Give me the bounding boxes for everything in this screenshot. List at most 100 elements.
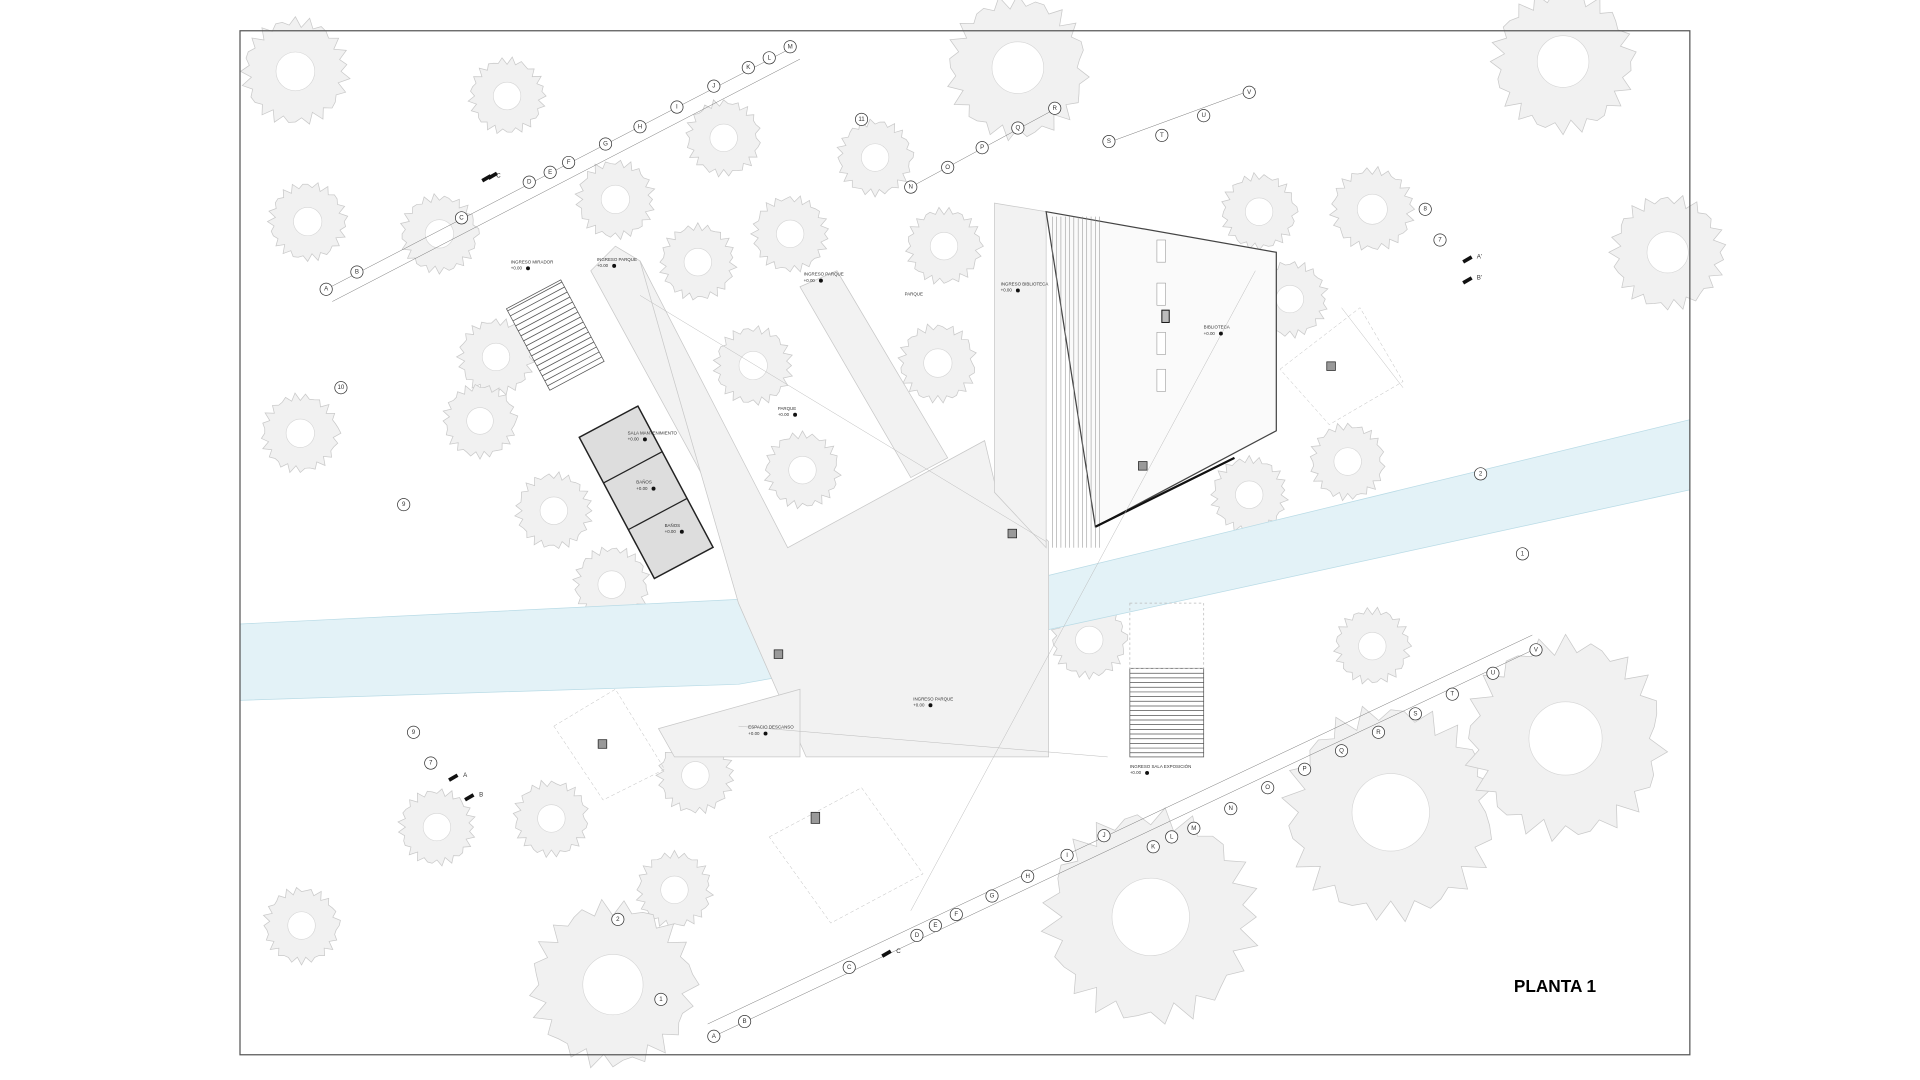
- svg-text:D: D: [527, 179, 532, 186]
- svg-text:K: K: [1151, 843, 1156, 850]
- tree-icon: [1328, 165, 1416, 251]
- svg-text:T: T: [1450, 691, 1454, 698]
- svg-text:B: B: [479, 792, 483, 799]
- svg-text:R: R: [1376, 729, 1381, 736]
- svg-text:A': A': [1477, 254, 1482, 261]
- grid-bubble: N: [1224, 802, 1238, 816]
- section-mark: [487, 171, 498, 180]
- tree-icon: [397, 788, 476, 867]
- grid-bubble: C: [842, 960, 856, 974]
- grid-bubble: 9: [397, 498, 411, 512]
- grid-bubble: F: [949, 907, 963, 921]
- tree-icon: [1464, 633, 1669, 843]
- restroom-block: [578, 405, 715, 580]
- room-label: INGRESO MIRADOR+0.00: [511, 259, 554, 270]
- grid-bubble: M: [783, 40, 797, 54]
- grid-bubble: M: [1187, 821, 1201, 835]
- room-label: PARQUE+0.00: [778, 406, 798, 417]
- svg-text:Q: Q: [1339, 747, 1344, 754]
- svg-text:A: A: [463, 772, 468, 779]
- svg-text:F: F: [567, 159, 571, 166]
- svg-text:BAÑOS: BAÑOS: [636, 479, 652, 485]
- svg-text:INGRESO BIBLIOTECA: INGRESO BIBLIOTECA: [1001, 282, 1049, 287]
- grid-bubble: V: [1242, 85, 1256, 99]
- svg-text:2: 2: [1479, 470, 1483, 477]
- room-label: BAÑOS+0.00: [665, 522, 684, 534]
- grid-bubble: R: [1371, 725, 1385, 739]
- tree-icon: [712, 325, 794, 406]
- tree-icon: [749, 195, 830, 273]
- grid-bubble: O: [1261, 781, 1275, 795]
- svg-text:ESPACIO DESCANSO: ESPACIO DESCANSO: [748, 725, 794, 730]
- tree-icon: [528, 898, 700, 1069]
- svg-text:I: I: [676, 104, 678, 111]
- svg-text:8: 8: [1424, 206, 1428, 213]
- library-building: [1045, 210, 1277, 548]
- tree-icon: [467, 56, 547, 135]
- svg-text:C: C: [459, 214, 464, 221]
- grid-bubble: K: [741, 61, 755, 75]
- section-mark: A': [1462, 254, 1482, 264]
- svg-text:7: 7: [429, 760, 433, 767]
- svg-text:+0.00: +0.00: [1001, 288, 1013, 293]
- grid-bubble: 7: [1433, 233, 1447, 247]
- svg-text:R: R: [1053, 105, 1058, 112]
- svg-text:+0.00: +0.00: [628, 437, 640, 442]
- svg-text:INGRESO SALA EXPOSICIÓN: INGRESO SALA EXPOSICIÓN: [1130, 763, 1191, 769]
- svg-text:J: J: [1102, 832, 1105, 839]
- guide-lines: [553, 270, 1404, 924]
- grid-bubble: G: [599, 137, 613, 151]
- grid-bubble: 9: [407, 725, 421, 739]
- svg-text:B: B: [743, 1018, 747, 1025]
- svg-text:U: U: [1491, 670, 1495, 677]
- svg-text:+0.00: +0.00: [804, 278, 816, 283]
- grid-bubble: D: [910, 928, 924, 942]
- svg-text:H: H: [638, 123, 642, 130]
- svg-text:E: E: [548, 169, 552, 176]
- grid-bubble: S: [1408, 707, 1422, 721]
- svg-text:+0.00: +0.00: [636, 486, 648, 491]
- svg-text:+0.00: +0.00: [748, 731, 760, 736]
- svg-text:+0.00: +0.00: [597, 263, 609, 268]
- grid-bubble: P: [975, 141, 989, 155]
- grid-bubble: I: [1060, 848, 1074, 862]
- svg-text:S: S: [1413, 710, 1417, 717]
- room-label: PARQUE: [905, 291, 923, 296]
- grid-bubble: U: [1197, 109, 1211, 123]
- grid-bubble: Q: [1335, 744, 1349, 758]
- svg-text:BAÑOS: BAÑOS: [665, 522, 681, 528]
- grid-bubble: B: [738, 1015, 752, 1029]
- svg-text:1: 1: [1521, 550, 1525, 557]
- tree-icon: [574, 159, 656, 241]
- svg-text:N: N: [909, 184, 913, 191]
- svg-text:B: B: [355, 268, 359, 275]
- svg-text:F: F: [954, 911, 958, 918]
- svg-text:U: U: [1201, 112, 1205, 119]
- room-label: INGRESO PARQUE+0.00: [804, 272, 844, 283]
- grid-bubble: L: [1165, 830, 1179, 844]
- section-mark: A: [448, 772, 468, 782]
- room-label: SALA MANTENIMIENTO +0.00: [628, 430, 678, 441]
- svg-text:SALA MANTENIMIENTO: SALA MANTENIMIENTO: [628, 430, 678, 435]
- grid-bubble: B: [350, 265, 364, 279]
- section-mark: C: [881, 948, 901, 958]
- grid-bubble: T: [1155, 128, 1169, 142]
- tree-icon: [512, 779, 589, 859]
- grid-bubble: N: [904, 180, 918, 194]
- tree-icon: [897, 323, 977, 404]
- svg-text:A: A: [712, 1033, 717, 1040]
- grid-bubble: 1: [1515, 547, 1529, 561]
- svg-text:M: M: [788, 43, 793, 50]
- svg-text:O: O: [1265, 784, 1270, 791]
- svg-text:INGRESO MIRADOR: INGRESO MIRADOR: [511, 259, 554, 264]
- svg-text:E: E: [933, 922, 937, 929]
- grid-bubble: H: [1021, 869, 1035, 883]
- svg-text:+0.00: +0.00: [1204, 331, 1216, 336]
- svg-text:7: 7: [1438, 237, 1442, 244]
- room-label: ESPACIO DESCANSO+0.00: [748, 725, 794, 736]
- grid-bubble: U: [1486, 666, 1500, 680]
- svg-text:9: 9: [402, 501, 406, 508]
- tree-icon: [1309, 422, 1386, 502]
- grid-bubble: R: [1048, 101, 1062, 115]
- svg-text:11: 11: [858, 116, 865, 123]
